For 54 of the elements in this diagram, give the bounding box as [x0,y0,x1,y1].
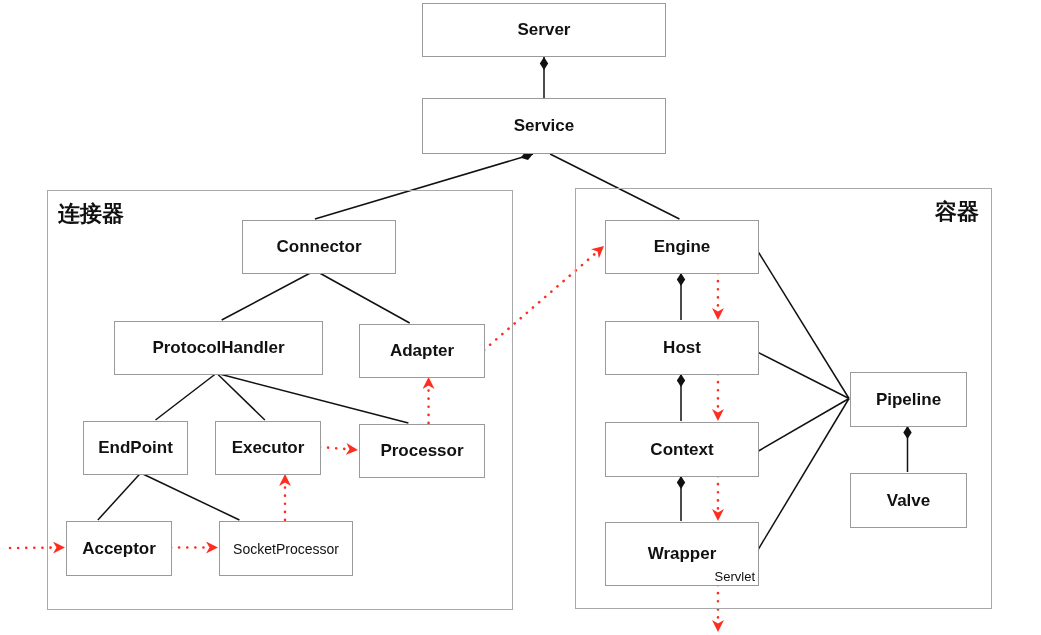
group-frame [575,188,992,609]
box-label: Context [650,439,714,460]
box-label: Engine [653,237,711,257]
box-label: Host [663,338,701,358]
class-box [605,522,759,586]
connector-line [154,373,217,421]
connector-line [757,397,850,452]
connector-line [757,397,850,551]
group-heading: 连接器 [58,200,124,228]
class-box [219,521,353,576]
connector-line [142,473,241,521]
class-box [215,421,321,475]
box-label: Service [513,116,575,136]
composition-line [676,475,686,522]
connector-line [318,272,411,324]
box-label: Executor [231,438,305,458]
class-box [605,422,759,477]
box-label: Server [517,20,571,40]
dotted-arrow [8,541,67,554]
class-box [83,421,188,475]
composition-line [676,272,686,321]
class-box [850,372,967,427]
connector-line [757,250,850,400]
class-box [359,424,485,478]
class-box [422,98,666,154]
class-box [850,473,967,528]
class-box [605,220,759,274]
group-heading: 容器 [935,198,979,226]
group-frame [47,190,513,610]
box-label: ProtocolHandler [152,338,285,358]
box-label: Acceptor [82,538,156,559]
sub-label: Servlet [714,569,755,584]
box-label: Pipeline [875,389,942,410]
connector-line [757,351,850,400]
class-box [359,324,485,378]
box-label: Wrapper [647,544,717,564]
composition-line [903,425,912,473]
composition-line [539,56,549,99]
box-label: Connector [276,237,362,257]
connector-line [216,373,266,421]
box-label: EndPoint [98,438,173,458]
class-box [605,321,759,375]
box-label: Adapter [389,341,455,361]
box-label: Processor [380,441,464,461]
class-box [242,220,396,274]
class-box [66,521,172,576]
box-label: Valve [886,490,931,511]
box-label: SocketProcessor [233,540,339,557]
class-box [114,321,323,375]
connector-line [549,153,681,220]
connector-line [97,473,141,521]
connector-line [220,272,312,321]
composition-line [676,373,686,422]
class-box [422,3,666,57]
